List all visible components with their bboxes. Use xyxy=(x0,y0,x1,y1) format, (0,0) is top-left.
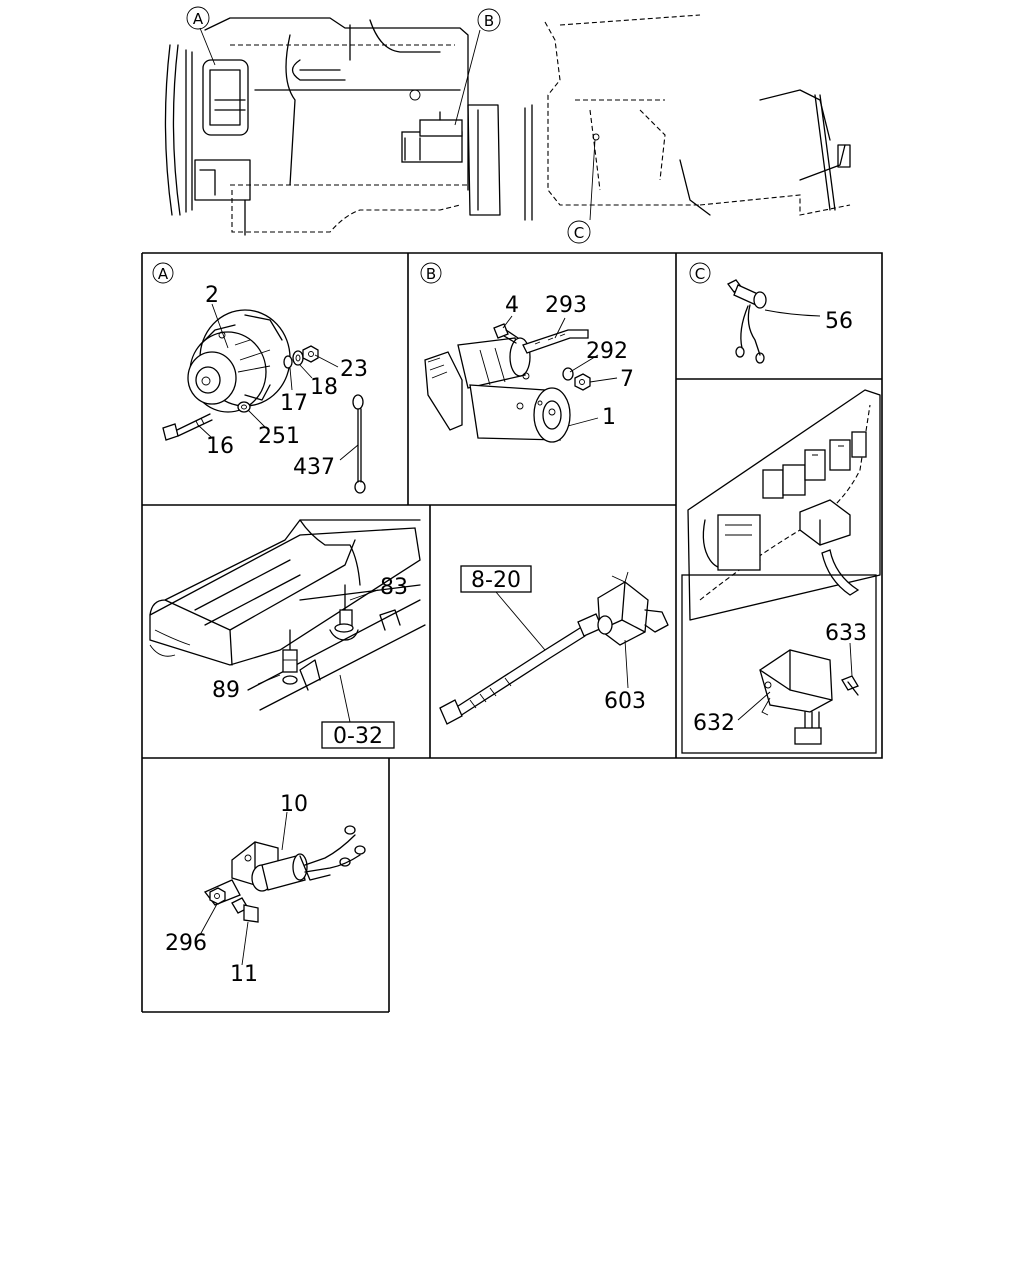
label-437: 437 xyxy=(293,455,335,480)
frame-rail xyxy=(247,584,426,711)
nut-7 xyxy=(574,373,591,391)
bracket-293 xyxy=(522,329,589,354)
washer-292 xyxy=(562,367,574,381)
label-10: 10 xyxy=(280,792,308,817)
svg-text:B: B xyxy=(426,265,436,283)
ref-box-8-20: 8-20 xyxy=(460,565,532,593)
washer-251 xyxy=(237,401,251,413)
switch-56-drawing xyxy=(727,279,821,364)
bolt-16 xyxy=(162,413,213,441)
relay-632-drawing xyxy=(759,649,833,745)
label-603: 603 xyxy=(604,689,646,714)
panel-a-tag: A xyxy=(152,262,174,284)
svg-text:0-32: 0-32 xyxy=(333,724,383,749)
panel-c-switch: C 56 xyxy=(689,262,853,364)
bolt-11 xyxy=(231,897,259,923)
label-292: 292 xyxy=(586,339,628,364)
sensor-603 xyxy=(597,571,669,646)
callout-b-top: B xyxy=(477,8,501,32)
svg-text:B: B xyxy=(484,12,494,30)
svg-text:A: A xyxy=(193,10,204,28)
svg-text:C: C xyxy=(574,224,584,242)
harness-drawing xyxy=(687,389,881,621)
label-23: 23 xyxy=(340,357,368,382)
label-89: 89 xyxy=(212,678,240,703)
callout-a-top: A xyxy=(186,6,210,30)
panel-b-starter: B 4 293 xyxy=(420,262,634,443)
nut-23 xyxy=(302,345,319,363)
svg-text:C: C xyxy=(695,265,705,283)
label-1: 1 xyxy=(602,405,616,430)
sensor-83 xyxy=(329,584,359,641)
label-11: 11 xyxy=(230,962,258,987)
panel-speedo: 8-20 603 xyxy=(439,565,669,725)
panel-relay: 633 632 xyxy=(681,389,881,754)
solenoid-10-drawing xyxy=(203,825,366,906)
callout-c-top: C xyxy=(567,220,591,244)
svg-text:A: A xyxy=(158,265,169,283)
engine-overview-left xyxy=(164,17,501,236)
label-633: 633 xyxy=(825,621,867,646)
label-293: 293 xyxy=(545,293,587,318)
cable-437 xyxy=(352,394,366,494)
panel-b-tag: B xyxy=(420,262,442,284)
nut-296 xyxy=(209,887,226,905)
ref-box-0-32: 0-32 xyxy=(321,721,395,749)
label-4: 4 xyxy=(505,293,519,318)
label-56: 56 xyxy=(825,309,853,334)
label-83: 83 xyxy=(380,575,408,600)
panel-frames xyxy=(141,252,883,1013)
svg-text:8-20: 8-20 xyxy=(471,568,521,593)
panel-c-tag: C xyxy=(689,262,711,284)
speedo-cable xyxy=(439,613,603,725)
label-2: 2 xyxy=(205,283,219,308)
label-17: 17 xyxy=(280,391,308,416)
battery-drawing xyxy=(149,519,421,666)
label-251: 251 xyxy=(258,424,300,449)
bolt-4 xyxy=(493,323,519,344)
engine-overview-right xyxy=(524,14,851,221)
label-632: 632 xyxy=(693,711,735,736)
washer-17 xyxy=(283,355,293,369)
panel-solenoid: 10 296 11 xyxy=(165,792,366,987)
relay-detail-frame xyxy=(681,574,877,754)
label-18: 18 xyxy=(310,375,338,400)
starter-motor-drawing xyxy=(424,337,571,443)
washer-18 xyxy=(292,350,304,366)
panel-battery: 83 89 0-32 xyxy=(149,519,426,749)
screw-633 xyxy=(841,675,859,696)
label-296: 296 xyxy=(165,931,207,956)
sensor-89 xyxy=(282,629,298,685)
panel-a-alternator: A xyxy=(152,262,368,494)
label-16: 16 xyxy=(206,434,234,459)
label-7: 7 xyxy=(620,367,634,392)
alternator-drawing xyxy=(187,309,291,413)
